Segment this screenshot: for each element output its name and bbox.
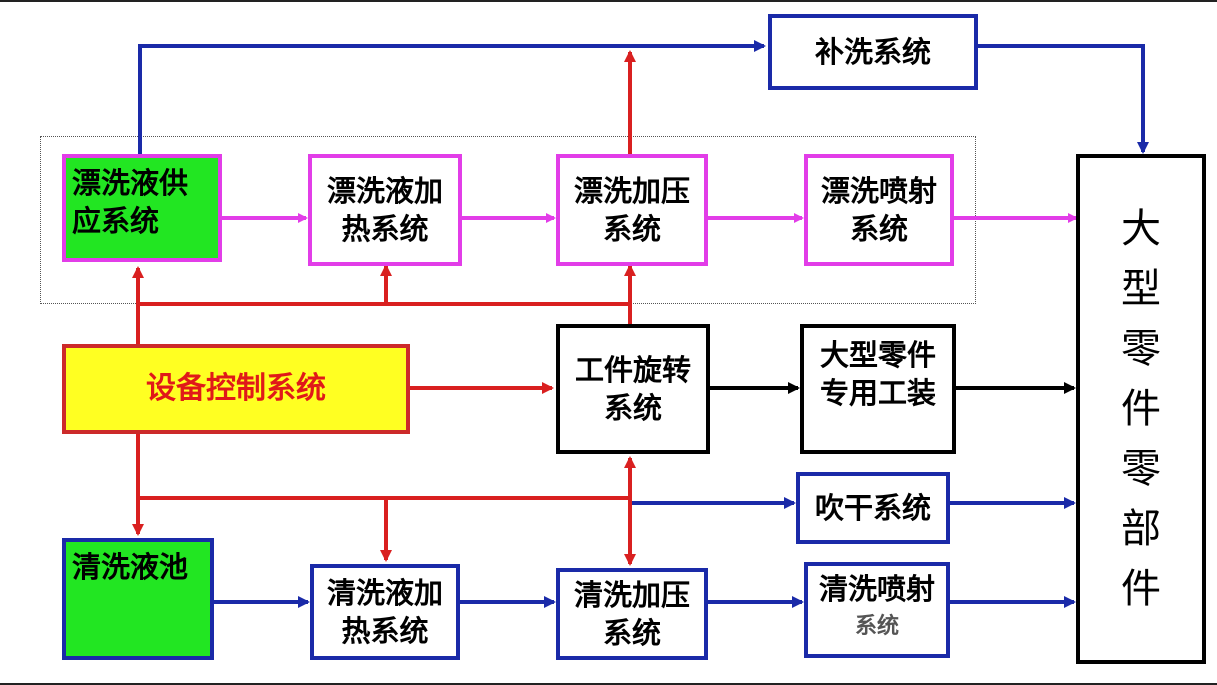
cleaning-pressure-node: 清洗加压系统 [556,568,708,660]
clean-spray-line2: 系统 [854,614,899,639]
fixture-line1: 大型零件 [819,338,936,372]
large-parts-char-2: 型 [1121,266,1161,312]
rotation-line1: 工件旋转 [574,353,691,387]
large-part-fixture-node: 大型零件专用工装 [800,324,956,454]
rinse-heat-line1: 漂洗液加 [326,174,443,208]
rinse-pressure-line2: 系统 [602,212,661,246]
large-parts-char-4: 件 [1121,386,1161,432]
cleaning-spray-node: 清洗喷射系统 [804,562,950,658]
large-parts-char-7: 件 [1121,566,1161,612]
rinse-pressure-node: 漂洗加压系统 [556,154,708,266]
workpiece-rotation-node: 工件旋转系统 [556,324,710,454]
large-parts-char-5: 零 [1121,446,1161,492]
rinse-pressure-line1: 漂洗加压 [573,174,690,208]
large-parts-node: 大 型 零 件 零 部 件 [1076,154,1206,664]
rinse-heating-node: 漂洗液加热系统 [308,154,462,266]
rotation-line2: 系统 [603,391,662,425]
rinse-spray-node: 漂洗喷射系统 [804,154,954,266]
rinse-spray-line2: 系统 [849,212,908,246]
large-parts-char-1: 大 [1121,206,1161,252]
clean-heat-line1: 清洗液加 [326,576,443,610]
clean-pressure-line1: 清洗加压 [573,578,690,612]
blow-dry-node: 吹干系统 [796,472,950,544]
supplement-wash-label: 补洗系统 [814,35,931,69]
supplement-wash-node: 补洗系统 [768,14,978,90]
rinse-supply-line2: 应系统 [72,204,160,238]
equipment-control-node: 设备控制系统 [62,344,410,434]
blow-dry-label: 吹干系统 [814,491,931,525]
clean-heat-line2: 热系统 [341,614,429,648]
clean-spray-line1: 清洗喷射 [818,572,935,606]
rinse-supply-line1: 漂洗液供 [72,166,189,200]
rinse-heat-line2: 热系统 [341,212,429,246]
rinse-spray-line1: 漂洗喷射 [820,174,937,208]
fixture-line2: 专用工装 [819,376,936,410]
equipment-control-label: 设备控制系统 [146,371,326,406]
rinse-liquid-supply-node: 漂洗液供应系统 [62,154,222,262]
clean-pressure-line2: 系统 [602,616,661,650]
large-parts-char-3: 零 [1121,326,1161,372]
clean-pool-label: 清洗液池 [72,550,189,584]
control-signal-arrows [132,50,636,566]
large-parts-char-6: 部 [1121,506,1161,552]
blue-flow-arrows [138,40,1149,608]
cleaning-heating-node: 清洗液加热系统 [310,564,460,660]
cleaning-liquid-pool-node: 清洗液池 [62,538,214,660]
